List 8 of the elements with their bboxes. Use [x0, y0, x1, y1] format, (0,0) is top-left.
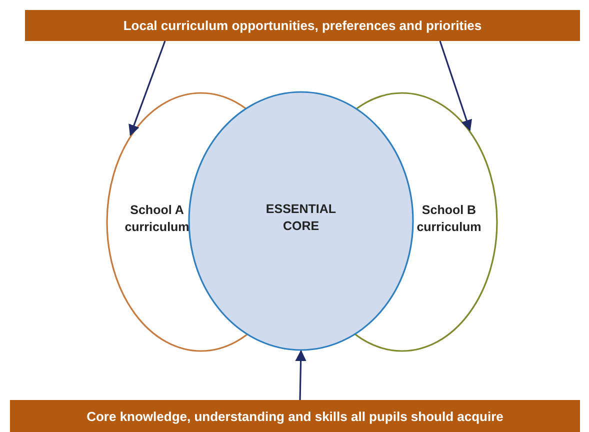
arrow	[128, 40, 166, 136]
arrow	[439, 40, 472, 132]
ellipse-label: School B curriculum	[416, 202, 482, 236]
header-banner: Local curriculum opportunities, preferences and priorities	[25, 10, 580, 41]
footer-banner: Core knowledge, understanding and skills all pupils should acquire	[10, 400, 580, 432]
ellipse-label: School A curriculum	[124, 202, 190, 236]
arrow	[295, 350, 306, 400]
ellipse-label: ESSENTIAL CORE	[264, 201, 338, 235]
